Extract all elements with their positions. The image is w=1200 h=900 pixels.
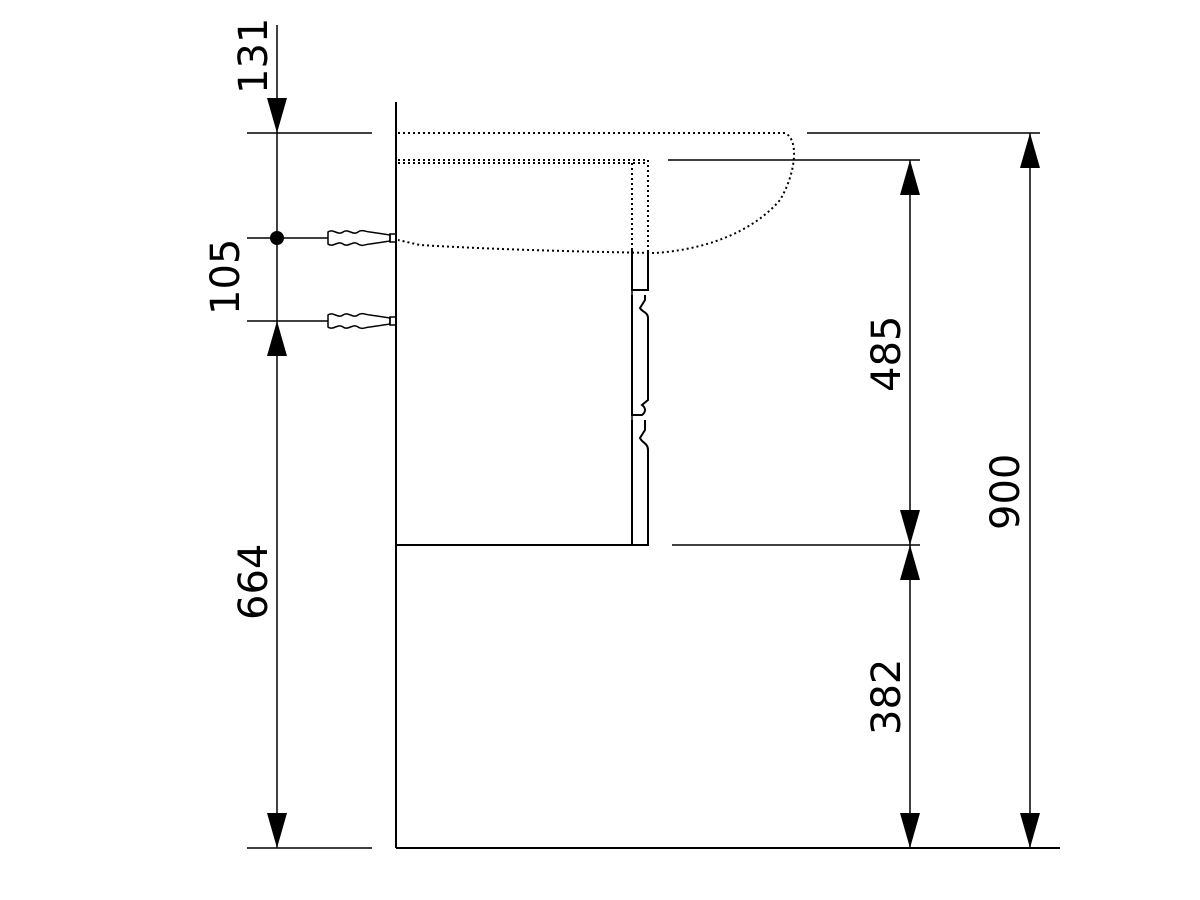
drawer-front-lower <box>631 420 649 546</box>
dim-131-label: 131 <box>231 18 277 94</box>
arrow-up-900 <box>1020 133 1040 168</box>
basin-outline <box>397 132 796 255</box>
dim-900-label: 900 <box>983 454 1029 530</box>
arrow-up-664 <box>267 321 287 356</box>
fixing-point-dot <box>270 231 284 245</box>
dim-382-label: 382 <box>864 659 910 735</box>
drawer-front-top <box>631 250 649 291</box>
dim-485-label: 485 <box>864 316 910 392</box>
drawer-front-upper <box>631 295 649 416</box>
wall-plug-lower <box>327 312 397 330</box>
dim-664-label: 664 <box>231 544 277 620</box>
dim-105-label: 105 <box>203 239 249 315</box>
arrow-down-900 <box>1020 813 1040 848</box>
arrow-down-485 <box>900 510 920 545</box>
arrow-down-664 <box>267 813 287 848</box>
arrow-up-485 <box>900 160 920 195</box>
arrow-up-382 <box>900 545 920 580</box>
wall-plug-upper <box>327 229 397 247</box>
arrow-down-131 <box>267 98 287 133</box>
arrow-down-382 <box>900 813 920 848</box>
